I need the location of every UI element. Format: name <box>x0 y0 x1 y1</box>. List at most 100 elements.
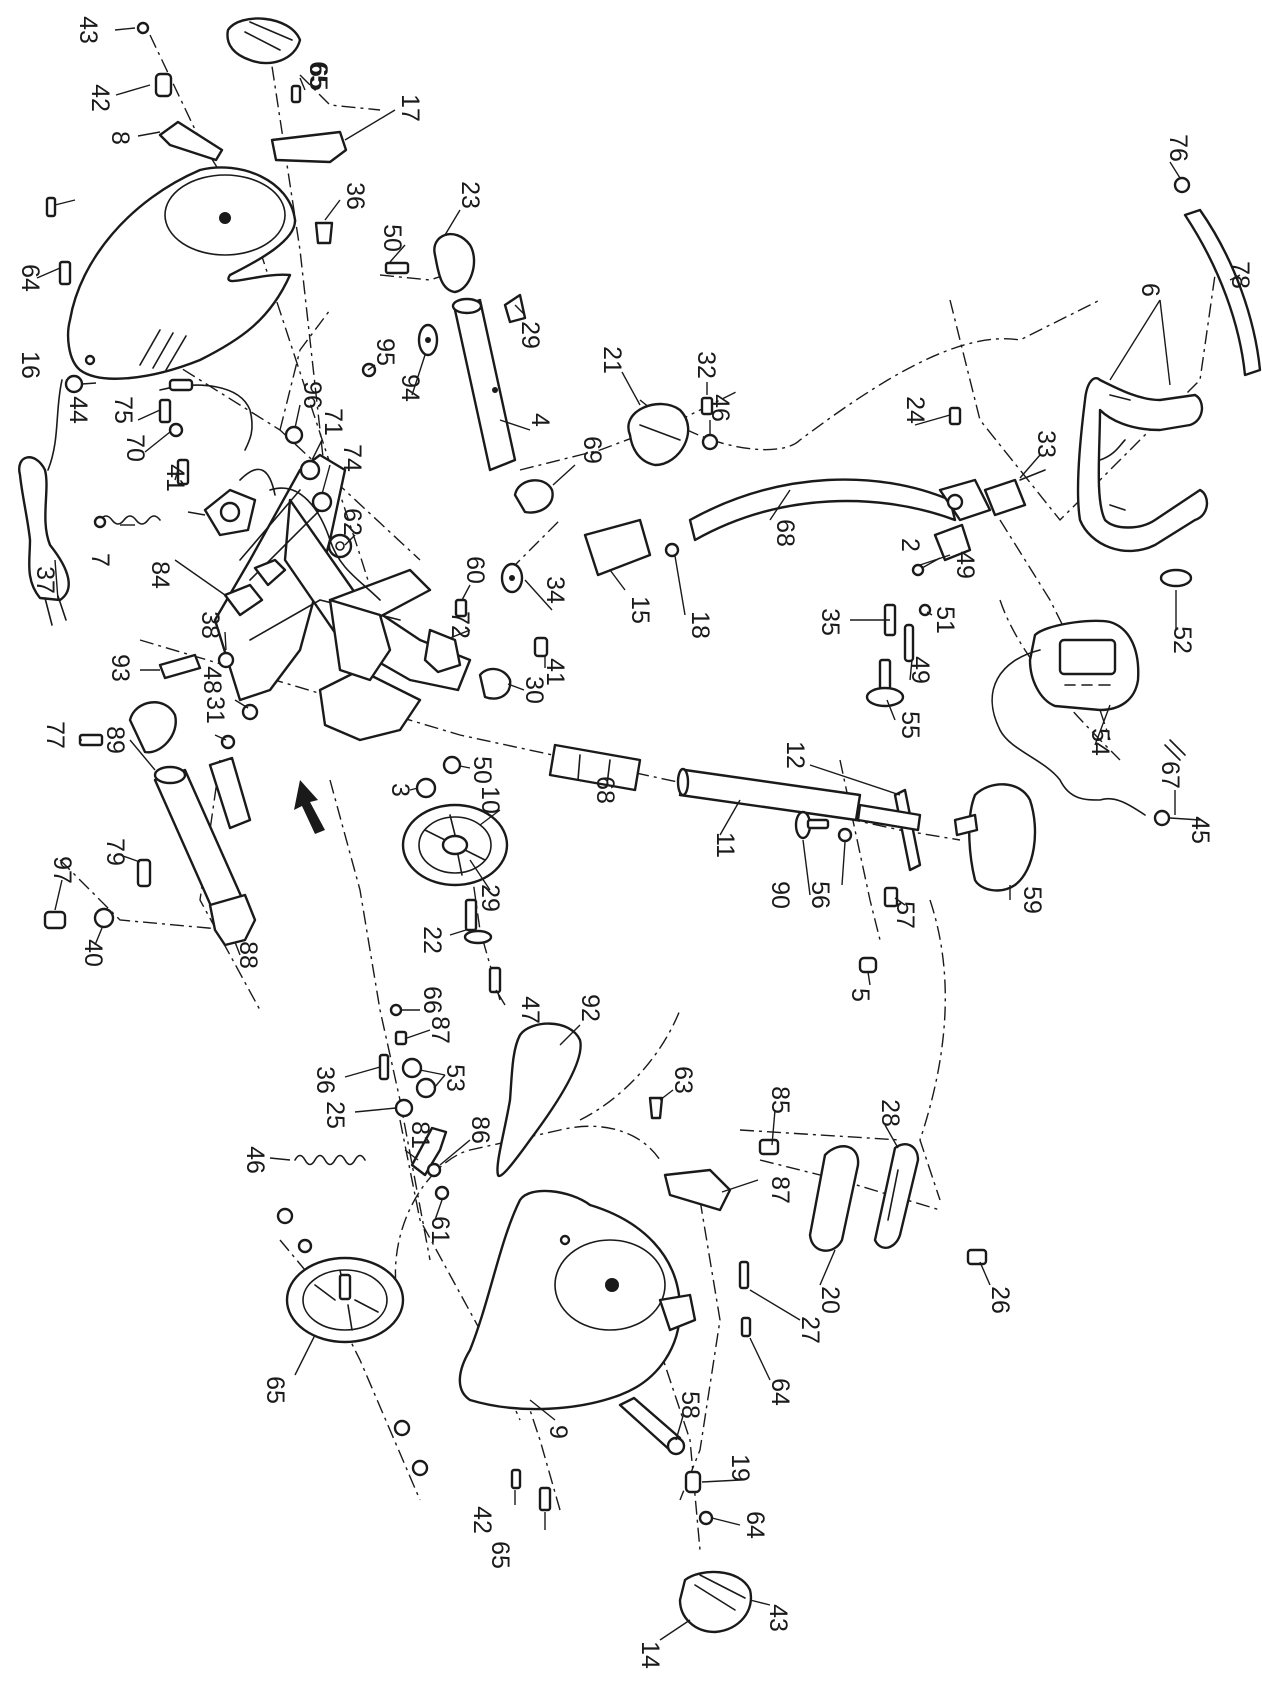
callout-label: 56 <box>806 881 834 909</box>
callout-label: 92 <box>576 994 604 1022</box>
callout-label: 17 <box>396 94 424 122</box>
end-cap-23 <box>433 233 476 294</box>
callout-label: 89 <box>101 726 129 754</box>
callout-label: 28 <box>876 1099 904 1127</box>
end-cap-50-seat <box>128 701 177 754</box>
drive-belt-53 <box>496 1022 582 1178</box>
washer-93 <box>217 651 235 669</box>
callout-label: 29 <box>516 321 544 349</box>
bearing-63-b <box>415 1077 437 1099</box>
callout-label: 9 <box>544 1425 572 1439</box>
callout-label: 36 <box>311 1066 339 1094</box>
callout-label: 65 <box>261 1376 289 1404</box>
callout-label: 86 <box>466 1116 494 1144</box>
callout-label: 78 <box>1226 261 1254 289</box>
sensor-wire-44 <box>159 378 253 451</box>
callout-label: 37 <box>31 566 59 594</box>
nut-58-b <box>297 1238 313 1254</box>
callout-label: 40 <box>79 939 107 967</box>
callout-label: 67 <box>1156 761 1184 789</box>
washer-46-top <box>701 433 719 451</box>
chain-guard-left-16 <box>66 166 297 380</box>
crank-arm-9 <box>618 1396 686 1456</box>
washer-70 <box>299 459 321 481</box>
callout-label: 46 <box>706 394 734 422</box>
callout-label: 74 <box>338 444 366 472</box>
callout-label: 64 <box>16 264 44 292</box>
callout-label: 81 <box>406 1121 434 1149</box>
screw-64-left <box>58 260 72 286</box>
washer-92 <box>394 1030 408 1046</box>
callout-label: 54 <box>1086 728 1114 756</box>
washer-96 <box>168 422 184 438</box>
callout-label: 27 <box>796 1316 824 1344</box>
spring-81 <box>294 1154 366 1166</box>
screw-64-mid <box>738 1260 750 1290</box>
knob-56 <box>794 810 830 840</box>
callout-label: 60 <box>461 556 489 584</box>
clamp-7-seat <box>208 756 252 830</box>
foot-cap-5 <box>953 783 1037 892</box>
bushing-15 <box>500 562 524 594</box>
nut-89 <box>442 755 462 775</box>
rear-stabilizer-25 <box>873 1143 920 1249</box>
screw-36-top <box>314 221 334 245</box>
callout-label: 84 <box>146 561 174 589</box>
knob-60 <box>223 558 287 617</box>
washer-68-mid <box>415 777 437 799</box>
washer-57 <box>837 827 853 843</box>
washer-86 <box>394 1098 414 1118</box>
bushing-18 <box>583 518 652 577</box>
sensor-cable-main <box>239 468 381 601</box>
cover-21 <box>627 402 690 467</box>
screw-65-left <box>45 196 57 218</box>
direction-arrow-icon <box>294 780 325 834</box>
callout-label: 65 <box>304 61 332 89</box>
callout-label: 34 <box>541 576 569 604</box>
seat-adjust-22 <box>208 893 257 947</box>
bolt-50-top <box>384 261 410 275</box>
callout-label: 63 <box>669 1066 697 1094</box>
screw-72 <box>454 598 468 618</box>
knob-29-seat <box>136 858 152 888</box>
callout-label: 93 <box>106 654 134 682</box>
callout-label: 29 <box>476 884 504 912</box>
callout-label: 31 <box>201 696 229 724</box>
callout-label: 49 <box>951 551 979 579</box>
callout-label: 97 <box>48 856 76 884</box>
computer-console-77 <box>1028 619 1140 712</box>
screw-65-top <box>290 84 302 104</box>
bolt-50-seat <box>78 733 104 747</box>
screw-28 <box>758 1138 780 1156</box>
callout-label: 26 <box>986 1286 1014 1314</box>
tube-34-bracket <box>328 598 392 682</box>
callout-label: 22 <box>418 926 446 954</box>
seat-tube-4 <box>451 297 517 472</box>
callout-label: 64 <box>741 1511 769 1539</box>
callout-label: 49 <box>906 656 934 684</box>
nut-58-d <box>411 1459 429 1477</box>
knob-29-top <box>503 293 527 324</box>
callout-label: 46 <box>241 1146 269 1174</box>
washer-69 <box>311 491 333 513</box>
nut-58-c <box>393 1419 411 1437</box>
callout-label: 19 <box>726 1454 754 1482</box>
end-cap-76 <box>1173 176 1191 194</box>
callout-label: 66 <box>418 986 446 1014</box>
bracket-17 <box>270 130 348 164</box>
callout-label: 47 <box>516 996 544 1024</box>
callout-label: 7 <box>86 553 114 567</box>
washer-44 <box>64 374 84 394</box>
callout-label: 10 <box>476 786 504 814</box>
callout-label: 72 <box>446 611 474 639</box>
screw-36-low <box>648 1096 664 1120</box>
screw-65-mid <box>740 1316 752 1338</box>
callout-label: 11 <box>711 832 739 858</box>
callout-label: 43 <box>74 16 102 44</box>
plate-7-bracket <box>933 523 972 562</box>
fastener-43-top <box>136 21 150 35</box>
callout-label: 14 <box>636 1641 664 1669</box>
nut-47 <box>858 956 878 974</box>
nut-42-top <box>154 72 173 98</box>
